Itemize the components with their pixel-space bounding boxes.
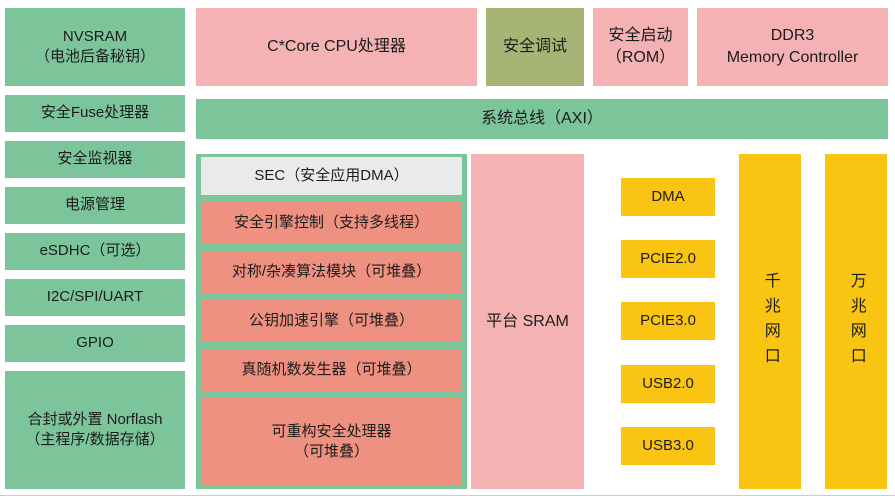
- block-nvsram: NVSRAM （电池后备秘钥）: [5, 8, 185, 86]
- block-esdhc: eSDHC（可选）: [5, 233, 185, 270]
- block-usb3: USB3.0: [621, 426, 715, 465]
- block-reconfig-processor: 可重构安全处理器 （可堆叠）: [201, 398, 462, 486]
- block-sec-dma: SEC（安全应用DMA）: [201, 157, 462, 195]
- block-secure-fuse: 安全Fuse处理器: [5, 95, 185, 132]
- block-secure-monitor: 安全监视器: [5, 141, 185, 178]
- block-power-mgmt: 电源管理: [5, 187, 185, 224]
- block-norflash: 合封或外置 Norflash （主程序/数据存储）: [5, 371, 185, 489]
- block-secure-boot: 安全启动 （ROM）: [593, 8, 688, 86]
- block-gpio: GPIO: [5, 325, 185, 362]
- block-ten-gigabit-ethernet: 万兆网口: [825, 154, 887, 489]
- block-engine-control: 安全引擎控制（支持多线程）: [201, 202, 462, 244]
- block-gigabit-ethernet: 千兆网口: [739, 154, 801, 489]
- sec-engine-panel: SEC（安全应用DMA） 安全引擎控制（支持多线程） 对称/杂凑算法模块（可堆叠…: [196, 154, 467, 489]
- io-column: DMA PCIE2.0 PCIE3.0 USB2.0 USB3.0: [621, 154, 715, 489]
- system-bus-axi: 系统总线（AXI）: [196, 99, 888, 139]
- block-public-key-engine: 公钥加速引擎（可堆叠）: [201, 300, 462, 342]
- left-peripheral-column: NVSRAM （电池后备秘钥） 安全Fuse处理器 安全监视器 电源管理 eSD…: [5, 8, 185, 489]
- top-row: C*Core CPU处理器 安全调试 安全启动 （ROM） DDR3 Memor…: [196, 8, 888, 86]
- block-trng: 真随机数发生器（可堆叠）: [201, 349, 462, 391]
- block-i2c-spi-uart: I2C/SPI/UART: [5, 279, 185, 316]
- block-secure-debug: 安全调试: [486, 8, 584, 86]
- middle-section: SEC（安全应用DMA） 安全引擎控制（支持多线程） 对称/杂凑算法模块（可堆叠…: [196, 154, 888, 489]
- main-area: C*Core CPU处理器 安全调试 安全启动 （ROM） DDR3 Memor…: [196, 8, 888, 489]
- block-pcie2: PCIE2.0: [621, 240, 715, 279]
- block-usb2: USB2.0: [621, 364, 715, 403]
- block-symmetric-hash: 对称/杂凑算法模块（可堆叠）: [201, 251, 462, 293]
- block-pcie3: PCIE3.0: [621, 302, 715, 341]
- block-platform-sram: 平台 SRAM: [471, 154, 584, 489]
- block-ddr3-memory-controller: DDR3 Memory Controller: [697, 8, 888, 86]
- block-cpu: C*Core CPU处理器: [196, 8, 477, 86]
- block-dma: DMA: [621, 178, 715, 217]
